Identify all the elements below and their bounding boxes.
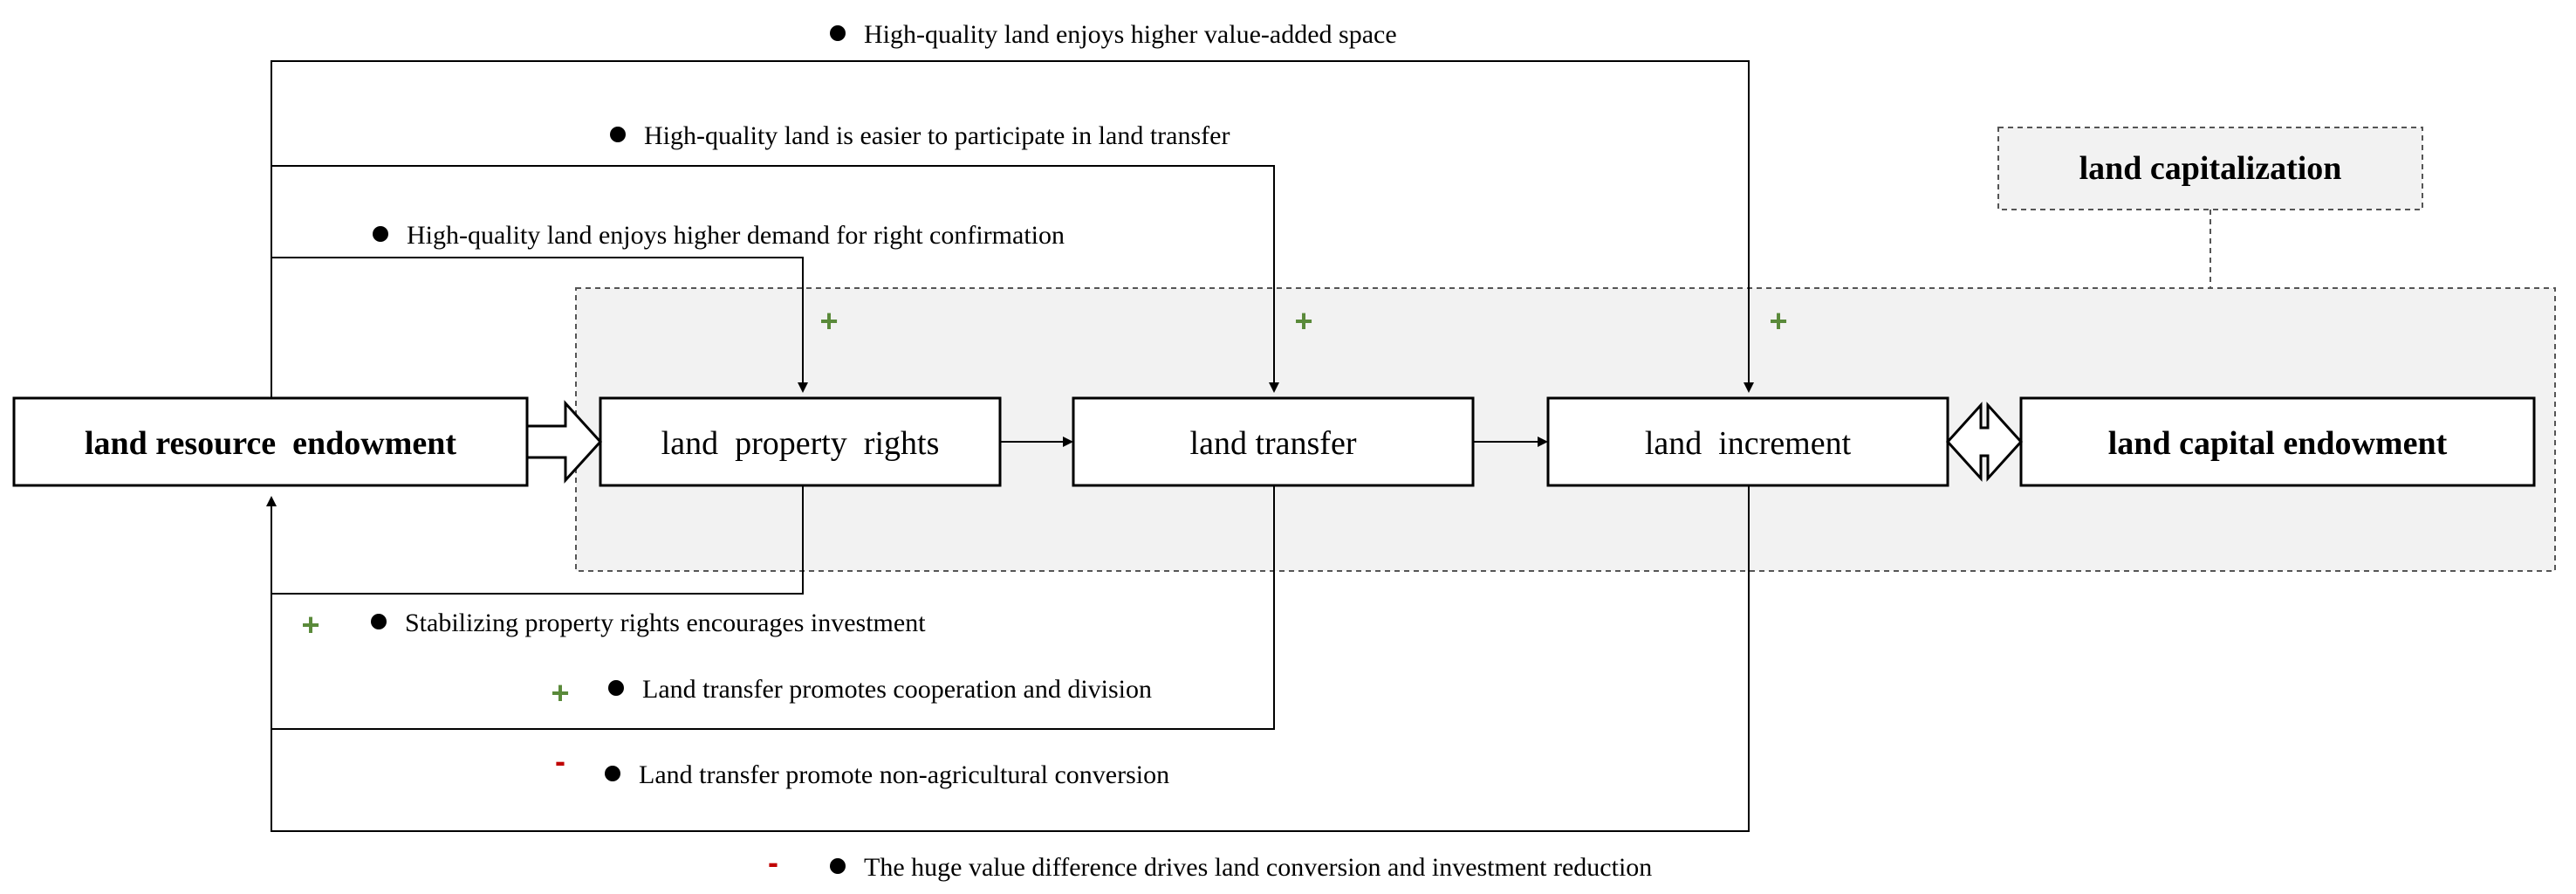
hollow-arrow-right [525, 400, 603, 484]
increment-box [1546, 396, 1949, 487]
bullet-icon [608, 680, 624, 696]
transfer-box [1072, 396, 1475, 487]
minus-sign-non-agri: - [555, 743, 565, 779]
resource-label: land resource endowment [85, 425, 456, 462]
plus-sign-transfer: + [1294, 303, 1312, 339]
hollow-double-arrow [1945, 402, 2024, 482]
property-label: land property rights [661, 425, 940, 462]
plus-sign-stabilizing: + [301, 607, 319, 643]
transfer-label: land transfer [1190, 425, 1357, 462]
capitalization-label: land capitalization [2079, 150, 2342, 187]
top-feedback-lines [271, 60, 1754, 398]
minus-sign-value-diff: - [768, 844, 778, 880]
label-easier-transfer: High-quality land is easier to participa… [644, 121, 1230, 150]
capitalization-box [1997, 127, 2423, 210]
plus-sign-cooperation: + [551, 675, 569, 711]
label-cooperation: Land transfer promotes cooperation and d… [642, 675, 1152, 704]
bullet-icon [605, 766, 620, 781]
label-value-added: High-quality land enjoys higher value-ad… [864, 20, 1397, 49]
bullet-icon [830, 858, 846, 874]
label-confirmation: High-quality land enjoys higher demand f… [407, 221, 1065, 250]
bullet-icon [371, 614, 387, 629]
label-value-diff: The huge value difference drives land co… [864, 853, 1652, 882]
bullet-icon [830, 25, 846, 41]
resource-box [12, 396, 529, 487]
label-stabilizing: Stabilizing property rights encourages i… [405, 609, 926, 637]
plus-sign-increment: + [1769, 303, 1787, 339]
bullet-icon [373, 226, 388, 242]
plus-sign-property: + [819, 303, 838, 339]
capital-label: land capital endowment [2108, 425, 2448, 462]
increment-label: land increment [1645, 425, 1852, 462]
bullet-icon [610, 127, 626, 142]
label-non-agri: Land transfer promote non-agricultural c… [639, 760, 1169, 789]
bottom-feedback-lines [266, 485, 1750, 832]
